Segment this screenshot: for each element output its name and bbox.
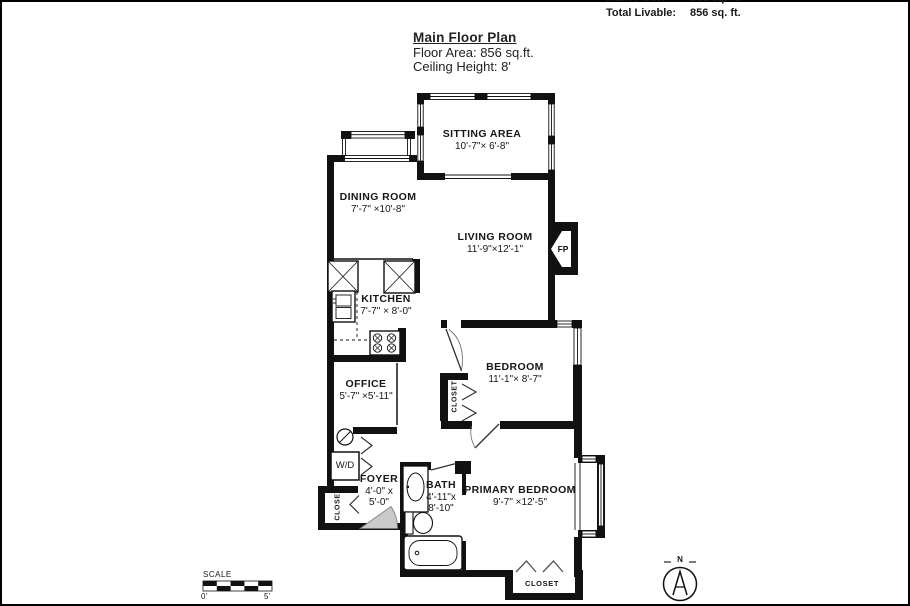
kitchen-fixtures	[327, 258, 416, 356]
room-label-kitchen: KITCHEN 7'-7" × 8'-0"	[360, 293, 412, 317]
scale-end: 5'	[264, 592, 271, 601]
closet-label-bedroom: CLOSET	[451, 380, 459, 413]
ceiling-height-line: Ceiling Height: 8'	[413, 59, 511, 74]
main-floor-label: Main Floor:	[606, 0, 690, 6]
doors	[349, 328, 564, 573]
room-label-living-room: LIVING ROOM 11'-9"×12'-1"	[457, 231, 533, 255]
bathtub-icon	[403, 535, 463, 571]
utility-fixtures	[330, 428, 360, 481]
room-label-dining-room: DINING ROOM 7'-7" ×10'-8"	[339, 191, 417, 215]
water-tank-icon	[336, 428, 354, 446]
washer-dryer-box	[330, 451, 360, 481]
area-summary: Main Floor: 856 sq. ft. Total Livable: 8…	[606, 0, 741, 21]
north-arrow-icon	[662, 561, 698, 602]
scale-bar	[202, 580, 273, 592]
plan-title: Main Floor Plan	[413, 30, 517, 45]
washer-dryer-label: W/D	[335, 460, 355, 471]
title-block: Main Floor Plan Floor Area: 856 sq.ft. C…	[413, 30, 534, 75]
closet-label-foyer: CLOSET	[334, 488, 342, 521]
room-label-bath: BATH 4'-11"x 8'-10"	[426, 479, 456, 514]
total-livable-value: 856 sq. ft.	[690, 7, 741, 19]
area-summary-row: Total Livable: 856 sq. ft.	[606, 6, 741, 21]
pantry-icon	[383, 260, 416, 294]
area-summary-row: Main Floor: 856 sq. ft.	[606, 0, 741, 6]
entry-door-swing	[358, 505, 398, 529]
room-label-bedroom: BEDROOM 11'-1"× 8'-7"	[486, 361, 544, 385]
exterior-walls	[318, 93, 605, 600]
bath-sink-icon	[402, 465, 429, 513]
scale-label: SCALE	[203, 570, 232, 579]
fireplace-symbol	[551, 231, 571, 267]
fireplace-label: FP	[557, 244, 569, 254]
fridge-icon	[327, 260, 359, 293]
sink-icon	[331, 290, 356, 323]
room-label-foyer: FOYER 4'-0" x 5'-0"	[359, 473, 399, 508]
main-floor-value: 856 sq. ft.	[690, 0, 741, 6]
scale-start: 0'	[201, 592, 208, 601]
closet-label-primary: CLOSET	[524, 579, 560, 588]
stove-icon	[369, 330, 401, 356]
room-label-sitting-area: SITTING AREA 10'-7"× 6'-8"	[442, 128, 522, 152]
bath-fixtures	[402, 465, 463, 571]
floor-area-line: Floor Area: 856 sq.ft.	[413, 44, 534, 60]
north-label: N	[677, 555, 683, 564]
windows	[342, 93, 604, 538]
room-label-office: OFFICE 5'-7" ×5'-11"	[339, 378, 393, 402]
toilet-icon	[404, 511, 434, 535]
total-livable-label: Total Livable:	[606, 7, 677, 19]
room-label-primary-bedroom: PRIMARY BEDROOM 9'-7" ×12'-5"	[464, 484, 576, 508]
